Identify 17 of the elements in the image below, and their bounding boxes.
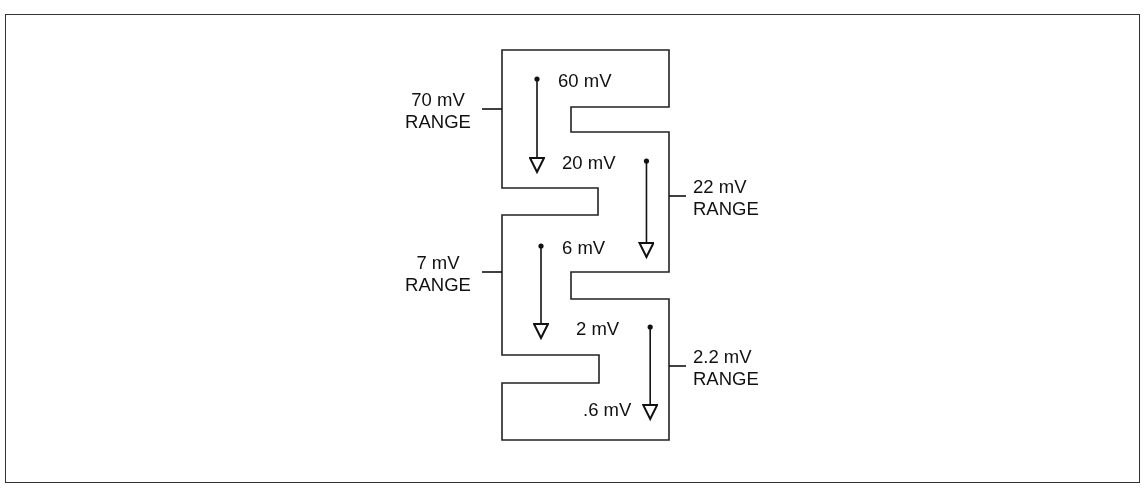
range-label: 7 mV RANGE	[398, 252, 478, 296]
leader-line	[668, 195, 687, 197]
arrow	[533, 243, 549, 339]
range-label: 2.2 mV RANGE	[693, 346, 773, 390]
value-label: 20 mV	[562, 152, 616, 174]
value-label: .6 mV	[583, 399, 632, 421]
arrow	[642, 324, 659, 420]
value-label: 6 mV	[562, 237, 606, 259]
leader-line	[481, 271, 503, 273]
arrow	[638, 158, 655, 258]
range-label: 22 mV RANGE	[693, 176, 773, 220]
leader-line	[668, 365, 687, 367]
leader-line	[481, 108, 503, 110]
value-label: 2 mV	[576, 318, 620, 340]
range-label: 70 mV RANGE	[398, 89, 478, 133]
arrow	[529, 76, 545, 173]
value-label: 60 mV	[558, 70, 612, 92]
